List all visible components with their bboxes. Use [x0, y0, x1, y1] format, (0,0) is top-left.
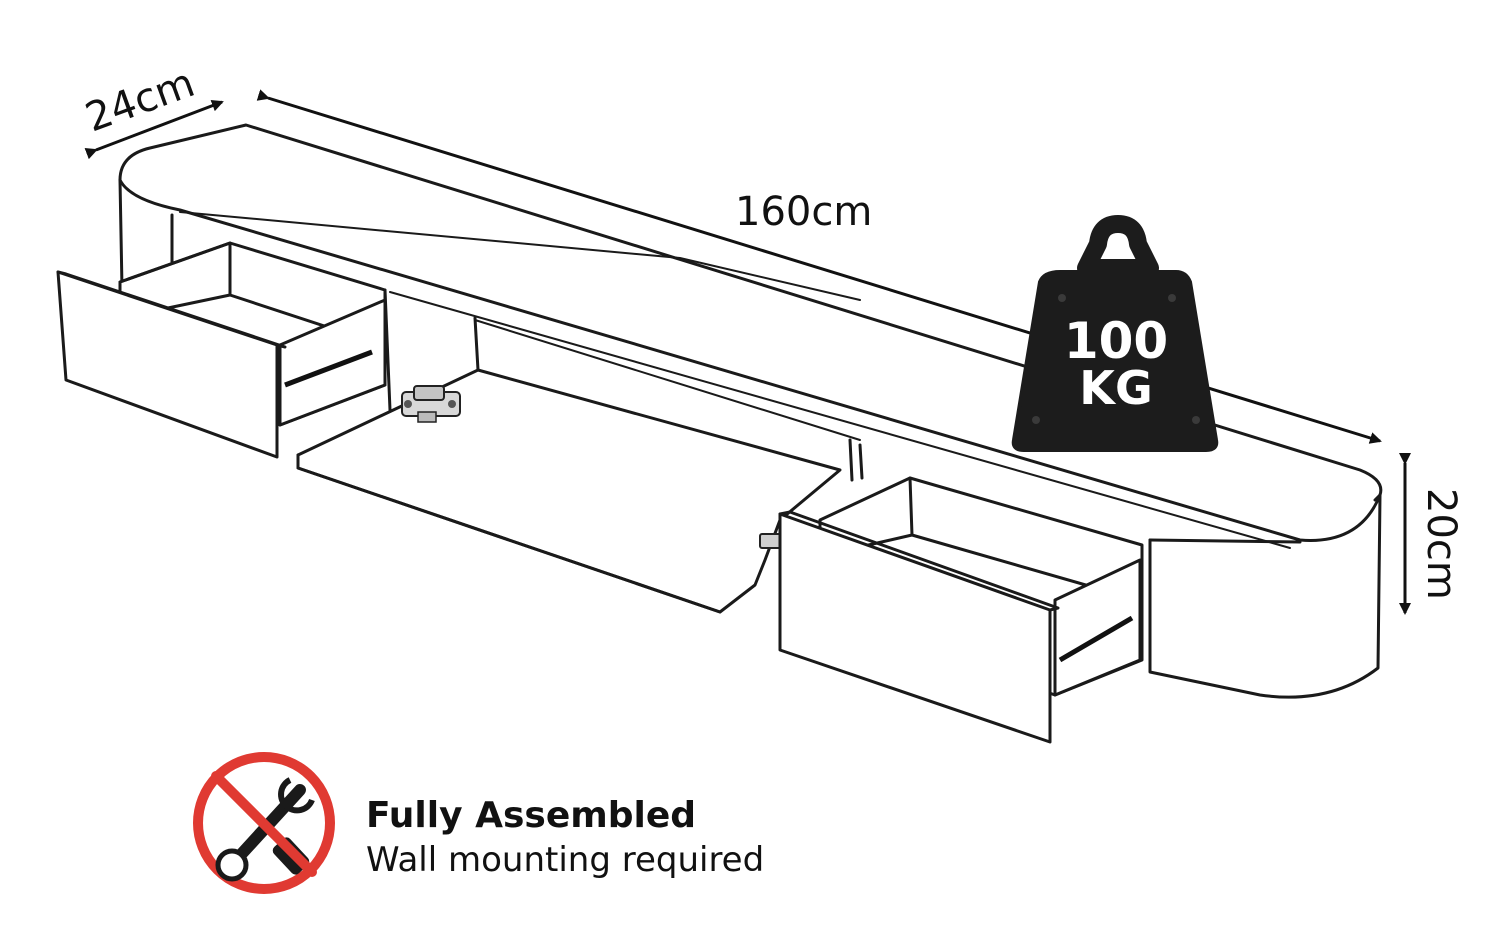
cabinet-left-end: [118, 178, 124, 290]
drop-down-flap: [296, 368, 842, 614]
hinge-icon: [401, 385, 461, 423]
height-dimension: 20cm: [1399, 453, 1464, 615]
weight-value: 100: [1064, 312, 1168, 370]
width-label: 160cm: [735, 189, 872, 235]
assembly-caption: Fully Assembled Wall mounting required: [366, 794, 764, 882]
right-drawer: [778, 476, 1144, 744]
right-drawer-front: [778, 512, 1052, 744]
weight-unit: KG: [1079, 361, 1152, 415]
cabinet: [118, 123, 1383, 699]
assembly-note: Wall mounting required: [366, 840, 765, 880]
assembly-title: Fully Assembled: [366, 795, 697, 836]
drawer-slide-right: [1058, 615, 1134, 663]
depth-arrow: [84, 99, 224, 160]
cabinet-right-end: [1148, 493, 1382, 699]
left-drawer: [56, 241, 387, 459]
depth-label: 24cm: [80, 60, 201, 141]
cabinet-top: [118, 123, 1383, 502]
no-tools-icon: [193, 752, 335, 894]
height-label: 20cm: [1418, 488, 1464, 600]
prohibit-slash: [211, 771, 317, 877]
weight-icon: 100 KG: [1011, 215, 1219, 452]
drawer-slide: [284, 349, 373, 388]
